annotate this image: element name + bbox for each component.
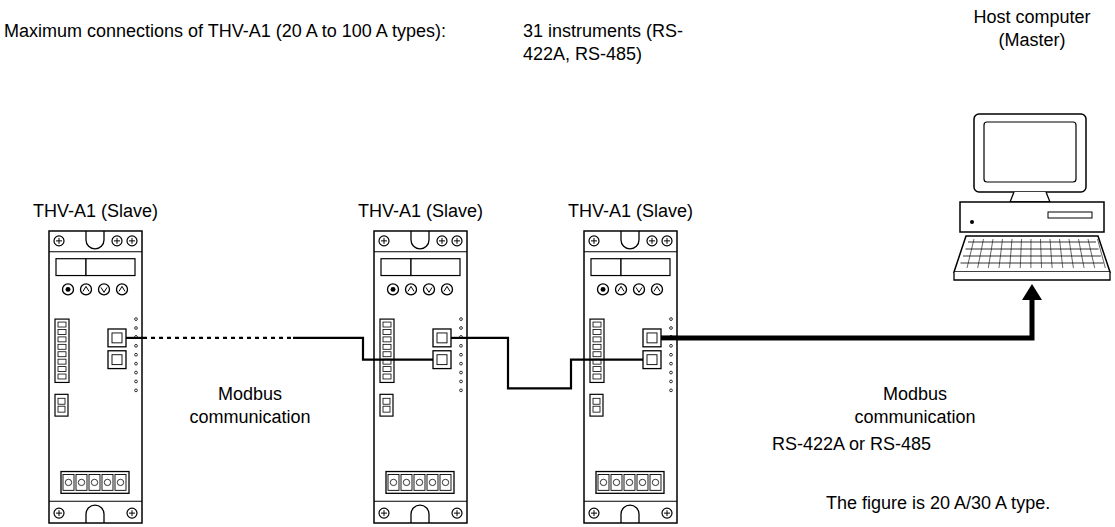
edge-label: Modbus communication: [845, 383, 985, 428]
computer-box: Host computer (Master): [952, 112, 1112, 284]
modbus-cable: [468, 338, 583, 388]
node-heading: THV-A1 (Slave): [568, 200, 693, 223]
interface-label: RS-422A or RS-485: [772, 433, 931, 456]
device-box: THV-A1 (Slave): [48, 230, 143, 524]
controller-illustration: [583, 230, 678, 524]
arrow-head: [1022, 284, 1042, 300]
cable-line: [678, 300, 1032, 338]
cable-line: [468, 338, 583, 388]
device-box: THV-A1 (Slave): [373, 230, 468, 524]
device-box: THV-A1 (Slave): [583, 230, 678, 524]
controller-illustration: [373, 230, 468, 524]
node-heading: THV-A1 (Slave): [33, 200, 158, 223]
note-text: Maximum connections of THV-A1 (20 A to 1…: [4, 20, 446, 43]
node-heading: THV-A1 (Slave): [358, 200, 483, 223]
note-text: 31 instruments (RS-422A, RS-485): [523, 20, 698, 65]
dotted-cable: [143, 337, 293, 339]
computer-illustration: [952, 112, 1112, 284]
caption-note: The figure is 20 A/30 A type.: [826, 492, 1050, 515]
node-heading: Host computer (Master): [952, 6, 1112, 51]
controller-illustration: [48, 230, 143, 524]
modbus-cable: [678, 284, 1042, 338]
edge-label: Modbus communication: [180, 383, 320, 428]
cable-line: [293, 338, 373, 360]
modbus-cable: [143, 338, 373, 360]
